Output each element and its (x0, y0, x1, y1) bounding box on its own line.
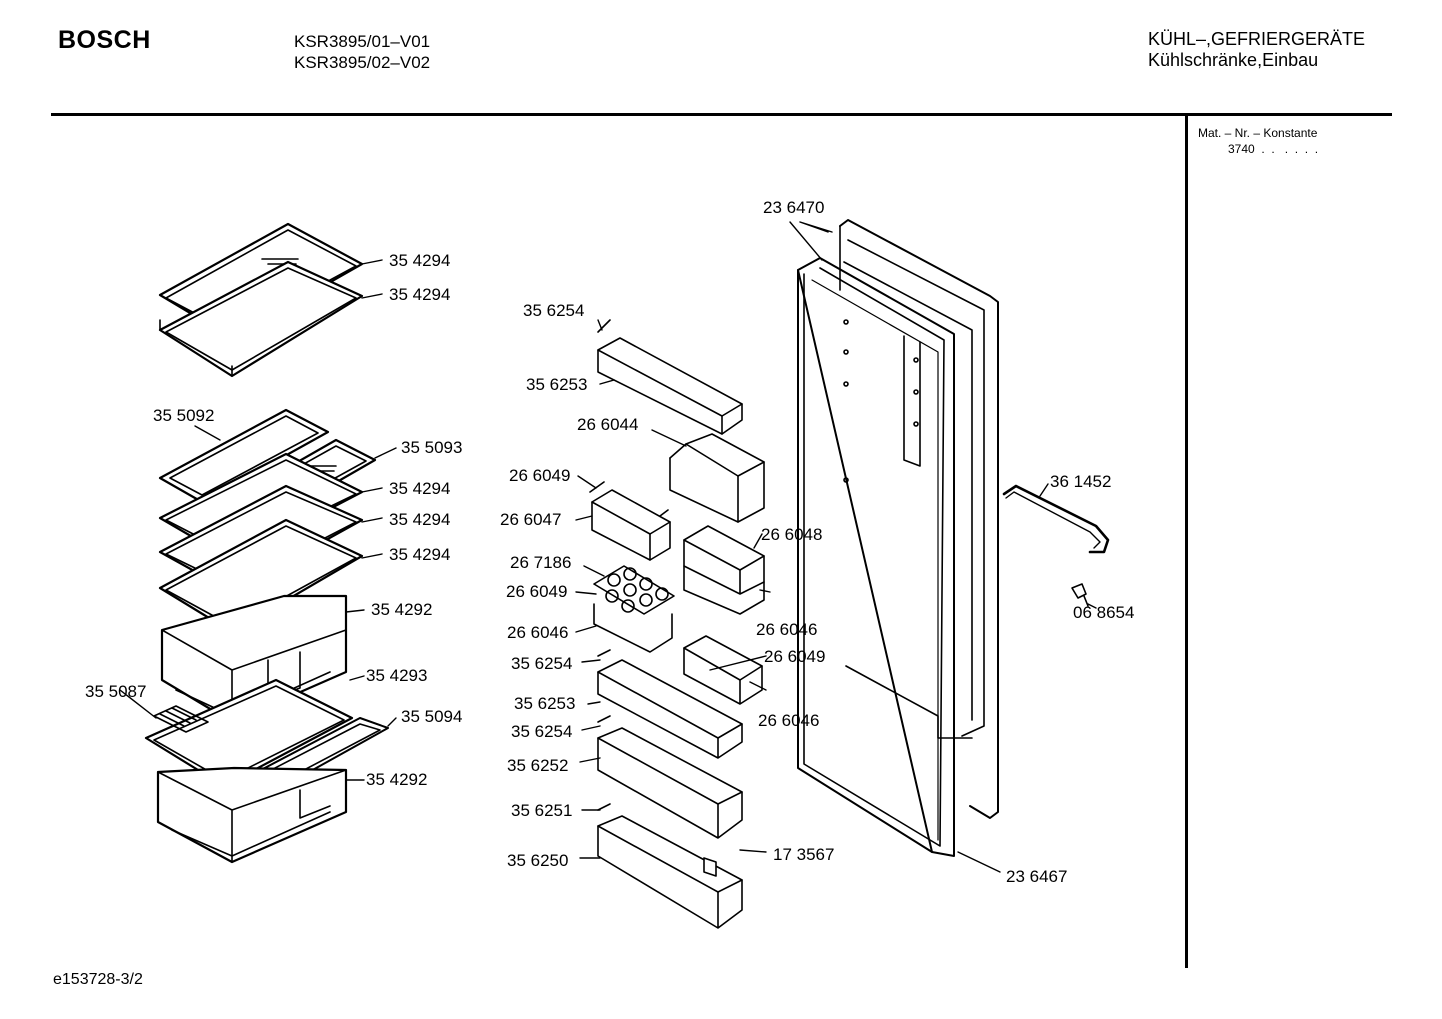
door-bin-small (593, 603, 673, 653)
glass-shelf (158, 260, 364, 378)
product-category: KÜHL–,GEFRIERGERÄTE Kühlschränke,Einbau (1148, 29, 1365, 71)
part-label: 26 6046 (507, 623, 568, 642)
screw (1071, 583, 1089, 607)
category-title: KÜHL–,GEFRIERGERÄTE (1148, 29, 1366, 49)
part-label: 26 6049 (764, 647, 825, 666)
part-label: 35 4294 (389, 545, 450, 564)
mat-title: Mat. – Nr. – Konstante (1198, 126, 1318, 140)
part-label: 35 4294 (389, 510, 450, 529)
part-label: 35 6254 (523, 301, 584, 320)
part-label: 35 6251 (511, 801, 572, 820)
door-seal (797, 257, 955, 857)
door-bin-bottom (597, 803, 743, 929)
part-label: 26 6048 (761, 525, 822, 544)
brand-logo: BOSCH (58, 26, 151, 54)
part-label: 35 4294 (389, 285, 450, 304)
part-label: 26 6046 (758, 711, 819, 730)
mat-value: 3740 . . . . . . (1228, 142, 1319, 156)
part-label: 35 4293 (366, 666, 427, 685)
part-label: 26 6049 (506, 582, 567, 601)
crisper-drawer (160, 594, 348, 724)
door-bin-small-right (683, 635, 763, 705)
door-handle (1002, 484, 1110, 554)
part-label: 36 1452 (1050, 472, 1111, 491)
material-number-box: Mat. – Nr. – Konstante 3740 . . . . . . (1198, 125, 1318, 157)
part-label: 35 6252 (507, 756, 568, 775)
part-label: 35 6253 (514, 694, 575, 713)
part-label: 35 5094 (401, 707, 462, 726)
part-label: 35 6250 (507, 851, 568, 870)
sidebar-divider (1185, 116, 1188, 968)
part-label: 35 4294 (389, 479, 450, 498)
crisper-drawer (156, 766, 348, 864)
part-label: 35 6254 (511, 654, 572, 673)
part-label: 35 4294 (389, 251, 450, 270)
part-label: 26 6047 (500, 510, 561, 529)
door-bin-small-right (683, 525, 765, 615)
part-label: 23 6470 (763, 198, 824, 217)
document-id: e153728-3/2 (53, 971, 143, 988)
header-divider (51, 113, 1392, 116)
door-bin-top (597, 319, 743, 435)
part-label: 35 6254 (511, 722, 572, 741)
part-label: 35 5093 (401, 438, 462, 457)
part-label: 35 5087 (85, 682, 146, 701)
part-label: 23 6467 (1006, 867, 1067, 886)
part-label: 06 8654 (1073, 603, 1134, 622)
part-labels: 35 4294 35 4294 35 5092 35 5093 35 4294 … (85, 198, 1134, 886)
part-label: 26 6044 (577, 415, 638, 434)
part-label: 17 3567 (773, 845, 834, 864)
crisper-divider (153, 705, 209, 733)
part-label: 26 6046 (756, 620, 817, 639)
model-number: KSR3895/01–V01 (294, 32, 431, 51)
leader-lines (119, 221, 1097, 873)
part-label: 35 4292 (366, 770, 427, 789)
dairy-compartment (669, 433, 765, 523)
glass-shelf-split-left (158, 408, 330, 504)
door-bin-deep (597, 715, 743, 839)
part-label: 26 6049 (509, 466, 570, 485)
category-subtitle: Kühlschränke,Einbau (1148, 50, 1319, 70)
door-bin (597, 649, 743, 759)
model-number: KSR3895/02–V02 (294, 53, 431, 72)
egg-tray (593, 565, 675, 615)
door-bin-small (589, 481, 671, 561)
model-list: KSR3895/01–V01 KSR3895/02–V02 (294, 31, 430, 73)
part-label: 26 7186 (510, 553, 571, 572)
part-label: 35 6253 (526, 375, 587, 394)
part-label: 35 4292 (371, 600, 432, 619)
part-label: 35 5092 (153, 406, 214, 425)
